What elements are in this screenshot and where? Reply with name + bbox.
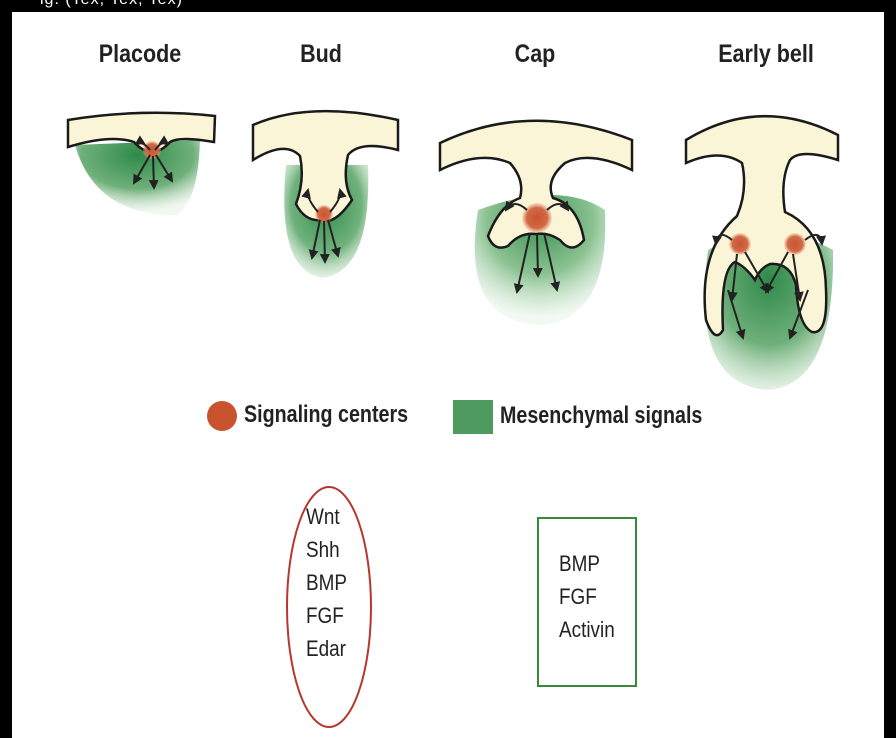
mesenchymal-signal-item: BMP [559,547,615,580]
epithelial-signal-item: Shh [306,533,347,566]
stage-cap [440,121,632,325]
cap-signaling-center [522,203,552,233]
stage-early-bell [686,116,838,390]
legend-mesenchymal-label: Mesenchymal signals [500,402,702,430]
epithelial-signals-list: Wnt Shh BMP FGF Edar [306,500,347,665]
bud-signaling-center [315,205,333,223]
mesenchymal-signal-item: FGF [559,580,615,613]
epithelial-signal-item: Wnt [306,500,347,533]
bud-epithelium [253,111,398,221]
mesenchymal-signals-list: BMP FGF Activin [559,547,615,646]
early-bell-signaling-center-left [729,233,751,255]
placode-signaling-center [143,141,161,159]
stage-placode [68,113,215,215]
mesenchymal-signal-item: Activin [559,613,615,646]
legend-signaling-label: Signaling centers [244,401,408,429]
stage-bud [253,111,398,278]
epithelial-signal-item: Edar [306,632,347,665]
epithelial-signal-item: FGF [306,599,347,632]
legend-mesenchymal-swatch [453,400,493,434]
legend-signaling-swatch [207,401,237,431]
epithelial-signal-item: BMP [306,566,347,599]
